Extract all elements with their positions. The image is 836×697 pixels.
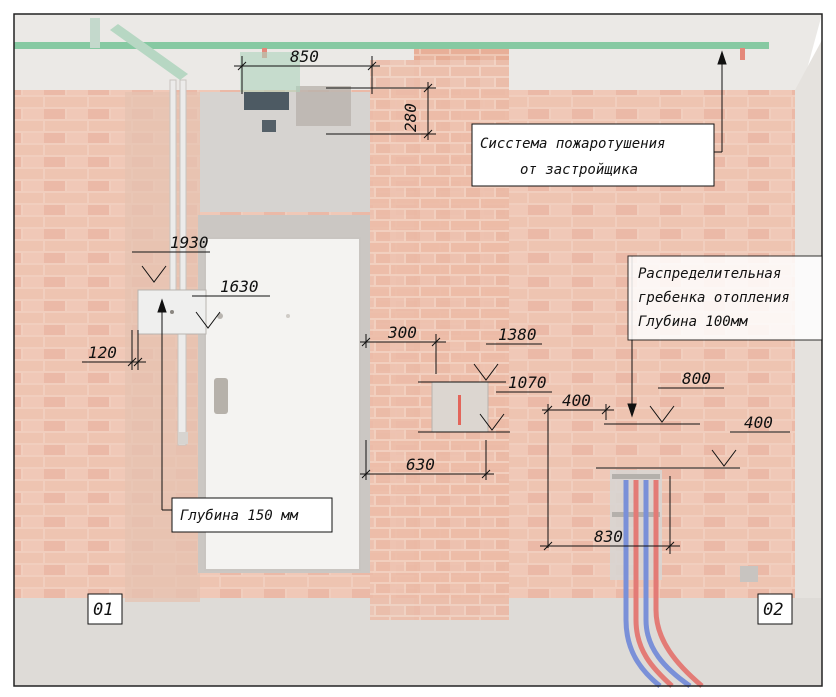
dim-pipe-width: 850 [290, 47, 319, 66]
dim-manifold-bottom: 400 [744, 413, 773, 432]
fire-system-note [471, 123, 715, 187]
dim-niche-top: 1380 [498, 325, 537, 344]
dim-panel-offset: 120 [88, 343, 117, 362]
dim-niche-width: 630 [406, 455, 435, 474]
panel-depth-note [171, 497, 333, 533]
dim-manifold-width: 830 [594, 527, 623, 546]
view-tag-02 [757, 593, 793, 625]
view-tag-02-label: 02 [763, 600, 783, 620]
manifold-note-line1: Распределительная [638, 266, 781, 282]
manifold-note-line2: гребенка отопления [638, 290, 790, 306]
view-tag-01-label: 01 [93, 600, 113, 620]
manifold-note-line3: Глубина 100мм [638, 314, 748, 330]
fire-note-line1: Сисстема пожаротушения [480, 136, 665, 152]
pump-unit [244, 92, 289, 110]
dim-niche-offset: 300 [387, 323, 417, 342]
panel-depth-text: Глубина 150 мм [180, 508, 299, 524]
dim-pipe-height: 280 [401, 103, 420, 132]
dim-manifold-offset: 400 [562, 391, 591, 410]
door-handle-icon [214, 378, 228, 414]
column-centre [370, 60, 414, 620]
dim-panel-bottom: 1630 [220, 277, 259, 296]
view-tag-01 [87, 593, 123, 625]
drawing-border [13, 13, 823, 687]
sprinkler-pipe [14, 42, 769, 49]
dim-niche-bottom: 1070 [508, 373, 547, 392]
manifold-note [627, 255, 823, 341]
door-peephole-icon [217, 313, 223, 319]
dim-panel-top: 1930 [170, 233, 209, 252]
fire-note-line2: от застройщика [520, 162, 638, 178]
floor [14, 598, 822, 686]
dim-manifold-top: 800 [682, 369, 711, 388]
